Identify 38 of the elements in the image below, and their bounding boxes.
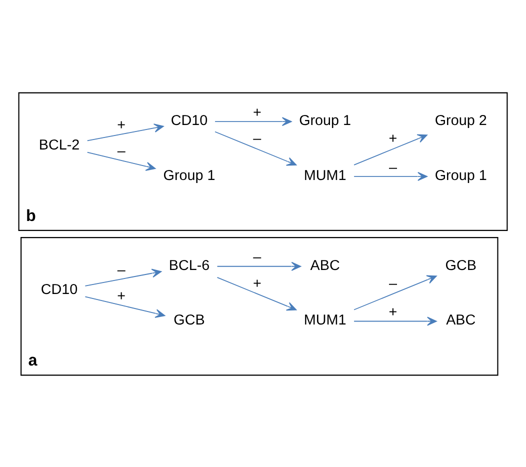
edge-label: – — [388, 275, 397, 292]
node-text: BCL-2 — [38, 136, 80, 153]
edge-label: – — [117, 262, 126, 278]
node-text: CD10 — [40, 282, 78, 298]
arrow — [354, 134, 428, 165]
edge-label: – — [117, 143, 126, 160]
edge-label: – — [253, 249, 262, 266]
arrow — [354, 316, 437, 326]
node-text: Group 2 — [434, 112, 487, 128]
arrow — [216, 261, 302, 270]
edge-label: – — [253, 130, 262, 146]
node-text: CD10 — [170, 112, 208, 128]
arrow — [354, 274, 437, 310]
node-text: GCB — [445, 257, 476, 274]
arrow — [84, 268, 162, 286]
node-text: MUM1 — [304, 312, 346, 328]
node-text: MUM1 — [304, 167, 346, 184]
edge-label: + — [252, 275, 262, 292]
edge-label: + — [388, 130, 398, 146]
node-text: Group 1 — [434, 167, 487, 184]
arrow — [86, 151, 156, 170]
edge-label: + — [252, 104, 262, 120]
arrow — [214, 116, 292, 126]
node-text: Group 1 — [299, 112, 352, 128]
node-text: GCB — [174, 312, 205, 328]
node-text: ABC — [446, 312, 476, 328]
node-text: Group 1 — [163, 167, 216, 184]
edge-label: + — [117, 288, 126, 304]
arrow — [86, 123, 164, 141]
arrow — [214, 130, 297, 166]
edge-label: – — [388, 159, 397, 176]
node-text: BCL-6 — [168, 257, 210, 274]
arrow — [216, 276, 297, 310]
edge-label: + — [117, 116, 126, 133]
arrow — [84, 296, 166, 318]
arrow — [354, 171, 428, 180]
edge-label: + — [388, 304, 398, 320]
node-text: ABC — [310, 257, 340, 274]
